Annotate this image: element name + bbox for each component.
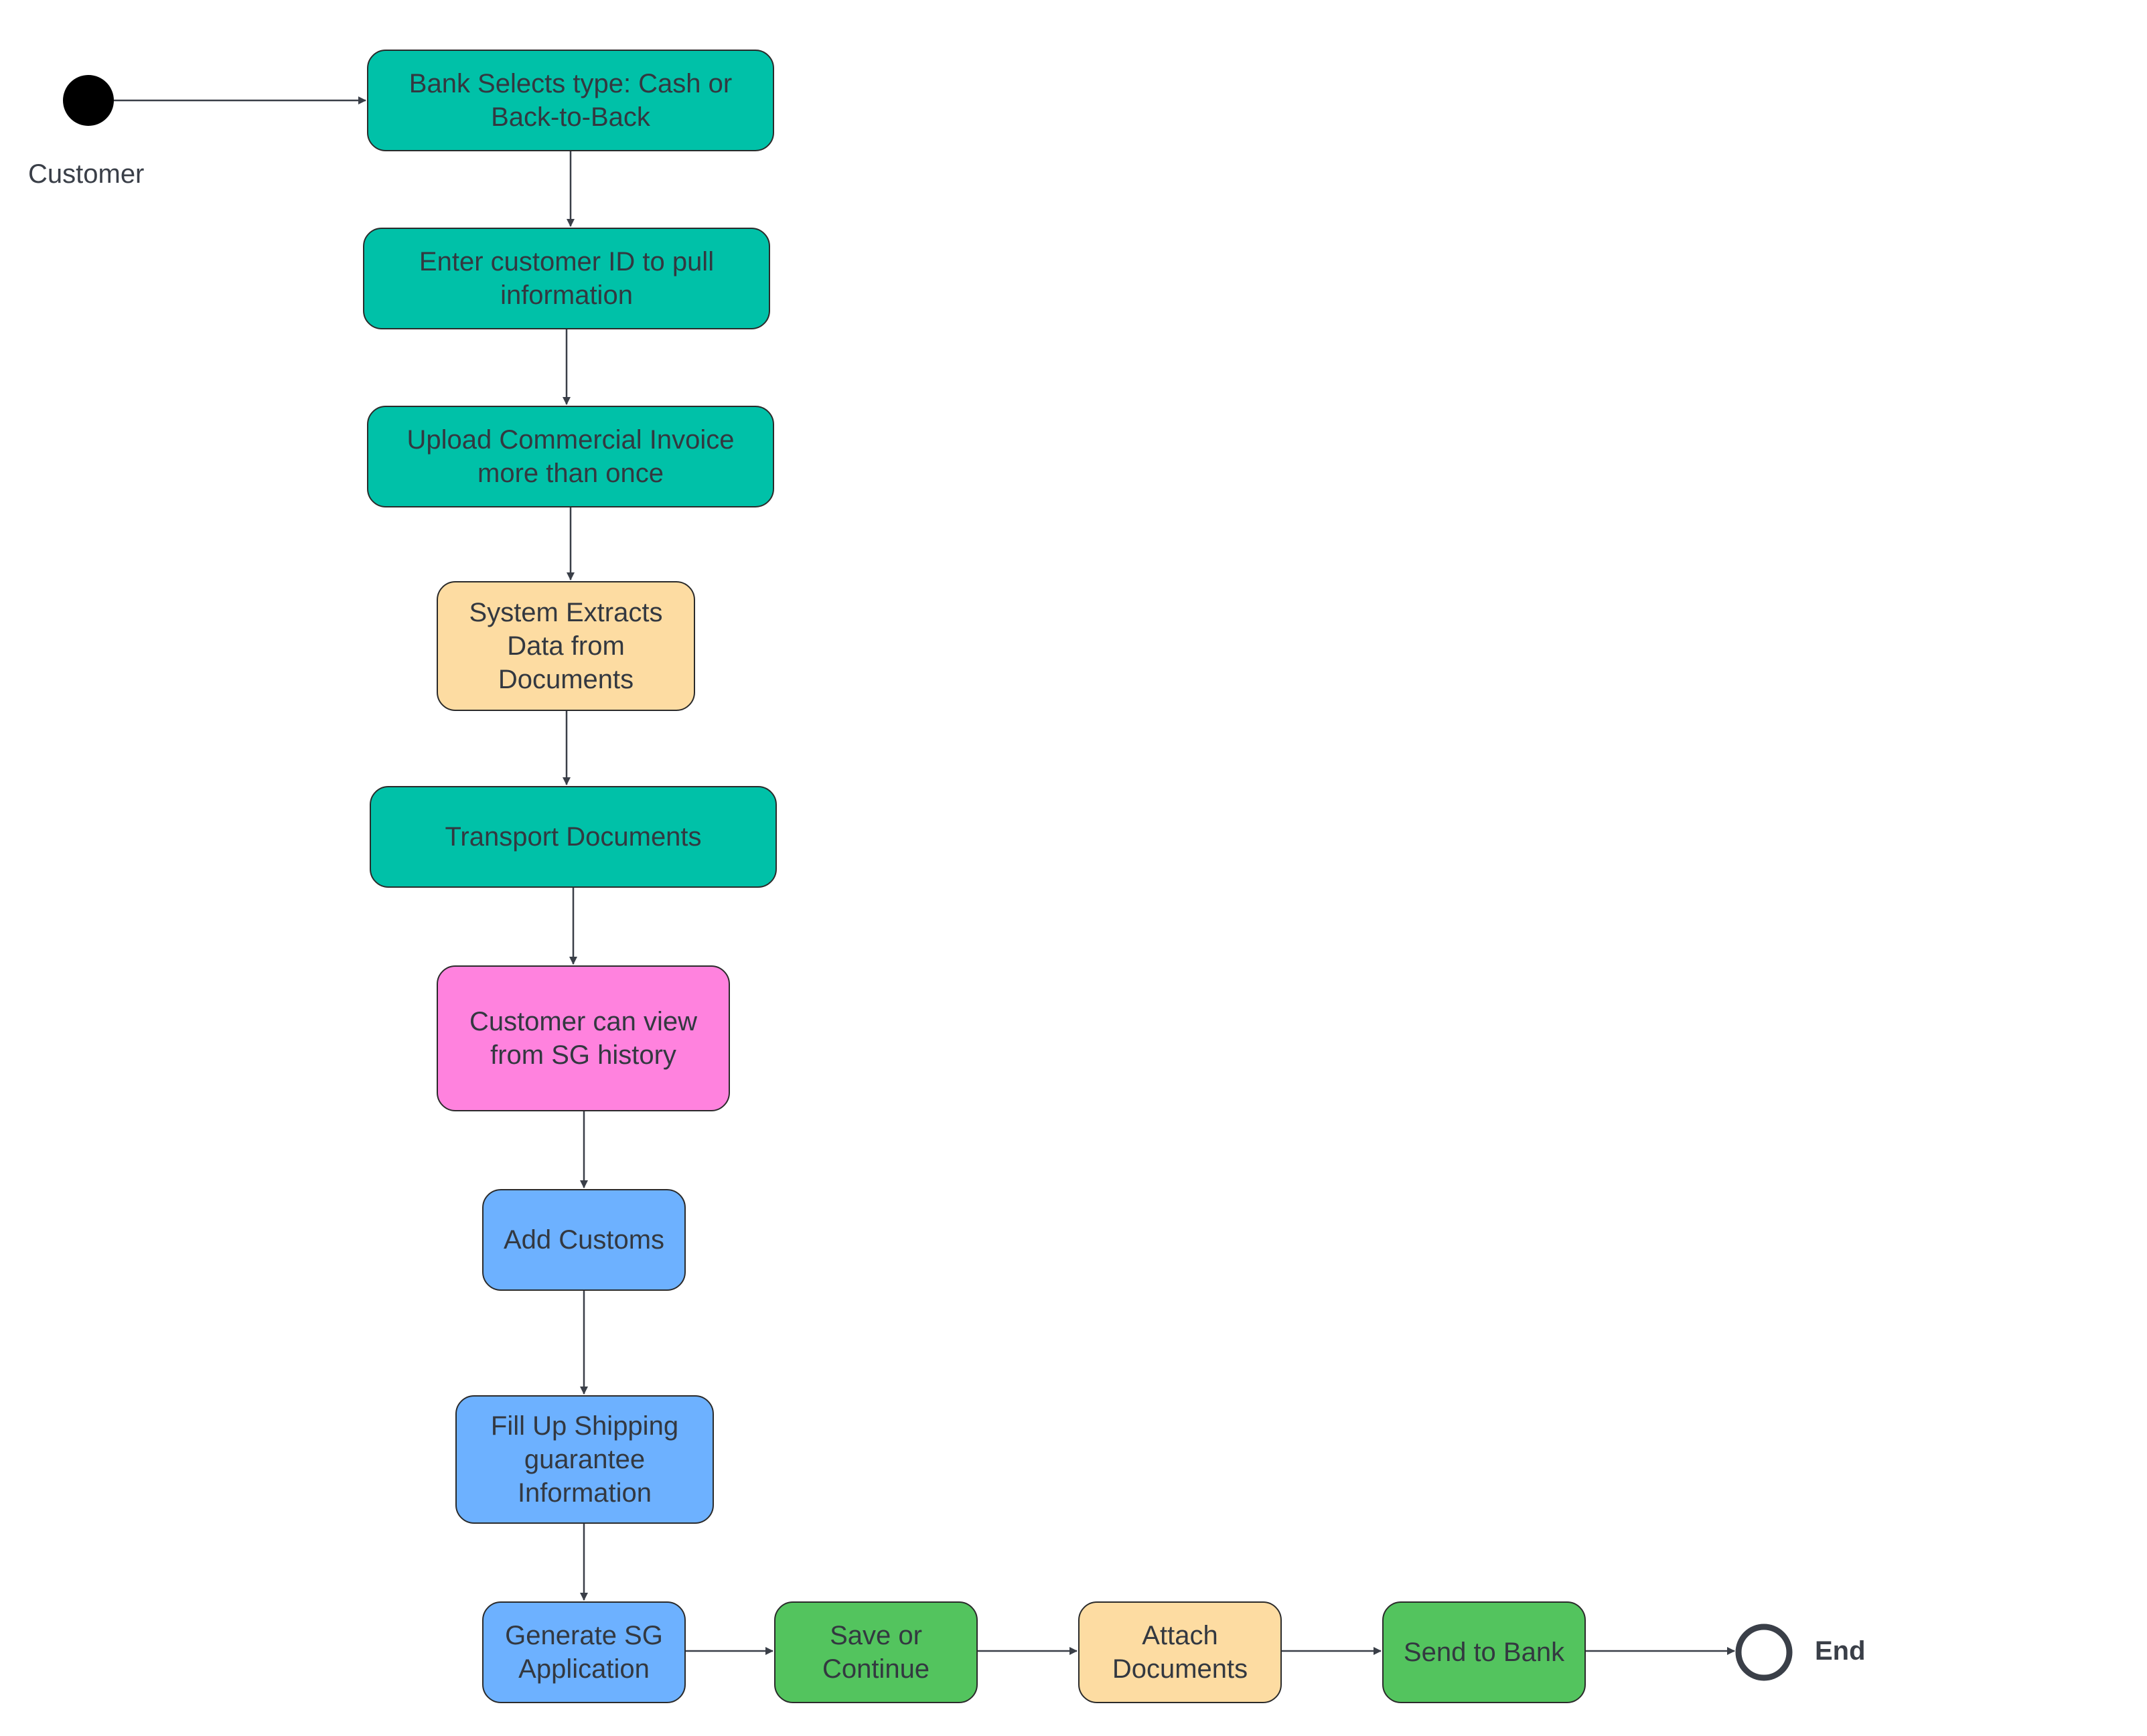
- node-view-sg-history: Customer can view from SG history: [437, 965, 730, 1111]
- node-save-or-continue: Save or Continue: [774, 1601, 978, 1703]
- node-bank-selects-type: Bank Selects type: Cash or Back-to-Back: [367, 50, 774, 151]
- end-label: End: [1815, 1636, 1866, 1666]
- node-transport-documents: Transport Documents: [370, 786, 777, 888]
- node-enter-customer-id: Enter customer ID to pull information: [363, 228, 770, 329]
- node-system-extracts: System Extracts Data from Documents: [437, 581, 695, 711]
- start-label: Customer: [28, 159, 145, 189]
- node-attach-documents: Attach Documents: [1078, 1601, 1282, 1703]
- node-fill-shipping-info: Fill Up Shipping guarantee Information: [455, 1395, 714, 1524]
- node-upload-invoice: Upload Commercial Invoice more than once: [367, 406, 774, 507]
- node-add-customs: Add Customs: [482, 1189, 686, 1291]
- node-generate-sg: Generate SG Application: [482, 1601, 686, 1703]
- start-node: [63, 75, 114, 126]
- node-send-to-bank: Send to Bank: [1382, 1601, 1586, 1703]
- end-node: [1735, 1624, 1793, 1681]
